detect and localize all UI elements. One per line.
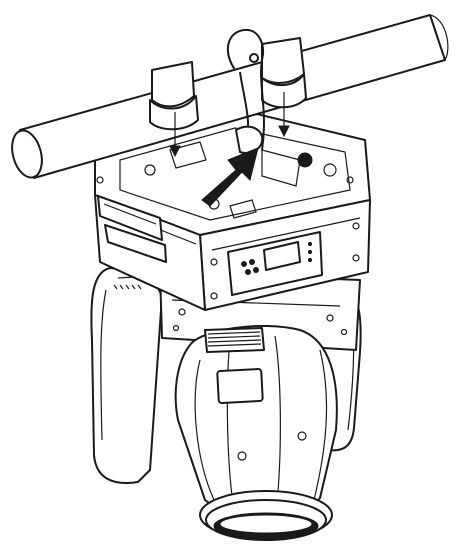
panel-button: [245, 269, 251, 275]
head-screw: [297, 431, 307, 441]
panel-button: [241, 261, 247, 267]
head-vent: [204, 327, 265, 353]
fixture-head: [174, 324, 338, 516]
display-screen: [263, 241, 301, 271]
arrow-icon: [201, 147, 259, 207]
panel-button: [249, 259, 255, 265]
vent-grille: [113, 284, 142, 290]
lens-ring: [199, 490, 333, 541]
head-screw: [237, 451, 247, 461]
panel-button: [253, 267, 259, 273]
safety-cable: [226, 28, 265, 154]
control-panel: [227, 231, 323, 296]
mounting-clamp-right: [261, 37, 307, 138]
carry-handle: [97, 195, 167, 263]
mounting-clamp-left: [149, 61, 199, 158]
head-label-window: [216, 368, 264, 404]
yoke-arm-left: [90, 267, 163, 484]
